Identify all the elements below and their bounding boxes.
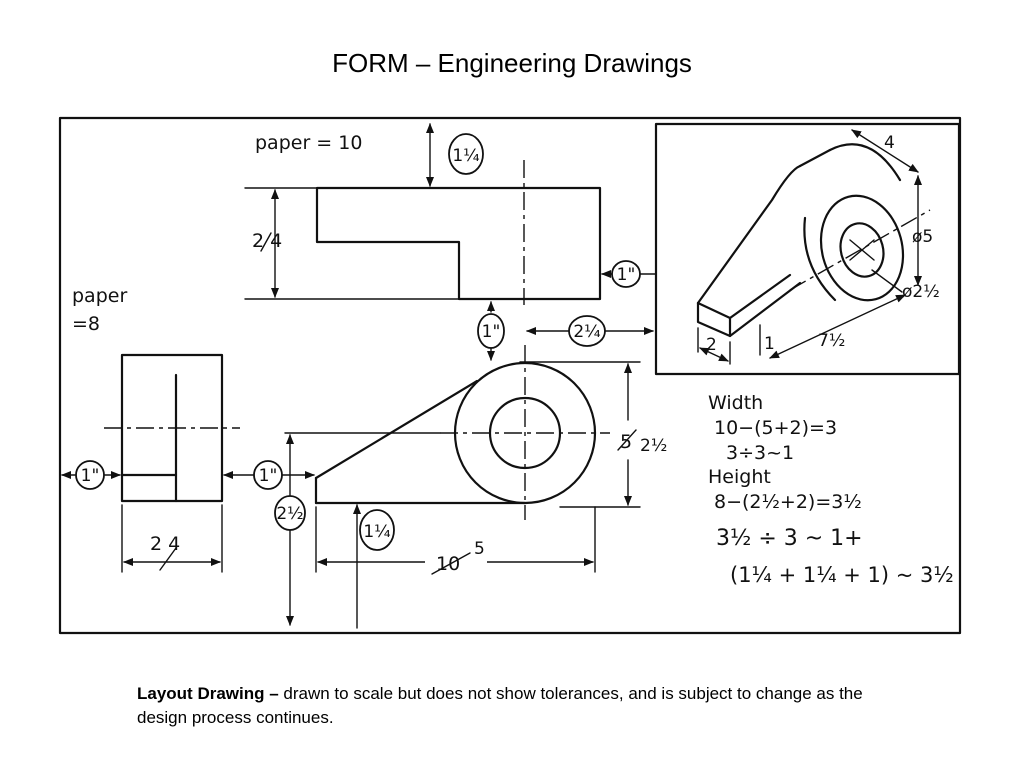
dim-right-offset-label: 2¼	[573, 322, 600, 342]
iso-dim-base-height: 1	[759, 324, 775, 356]
calc-width-heading: Width	[708, 392, 763, 414]
iso-dim-length: 7½	[769, 294, 906, 359]
top-view	[244, 160, 602, 305]
dim-right-gap-label: 1"	[617, 265, 636, 285]
iso-dim-diameter-inner-label: ø2½	[902, 282, 940, 302]
dim-between-gap: 1"	[477, 301, 505, 361]
dim-side-front-gap-label: 1"	[259, 466, 278, 486]
isometric-view	[696, 143, 931, 338]
dim-front-width-label: 5	[474, 539, 485, 559]
dim-side-width-label: 2 4	[150, 533, 180, 555]
dim-between-gap-label: 1"	[482, 322, 501, 342]
iso-dim-length-label: 7½	[818, 331, 845, 351]
drawing-border	[58, 116, 962, 635]
dim-side-width: 2 4	[121, 504, 223, 573]
dim-top-gap-label: 1¼	[452, 146, 479, 166]
calculations: Width 10−(5+2)=3 3÷3~1 Height 8−(2½+2)=3…	[708, 392, 954, 587]
iso-dim-depth-label: 4	[884, 133, 895, 153]
dim-front-height-label: 2½	[640, 436, 667, 456]
calc-height-line2: 3½ ÷ 3 ~ 1+	[716, 526, 863, 551]
iso-dim-depth: 4	[851, 129, 919, 173]
calc-height-line3: (1¼ + 1¼ + 1) ~ 3½	[730, 563, 954, 587]
iso-dim-diameter-outer-label: ø5	[912, 227, 933, 247]
calc-height-line1: 8−(2½+2)=3½	[714, 491, 862, 513]
caption: Layout Drawing – drawn to scale but does…	[137, 682, 897, 730]
calc-height-heading: Height	[708, 466, 771, 488]
caption-text: drawn to scale but does not show toleran…	[137, 684, 863, 727]
dim-front-height-left-label: 2½	[276, 504, 303, 524]
calc-width-line1: 10−(5+2)=3	[714, 417, 837, 439]
dim-front-height-left: 2½	[274, 434, 306, 626]
dim-side-front-gap: 1"	[223, 460, 315, 490]
calc-width-line2: 3÷3~1	[726, 442, 794, 464]
caption-bold: Layout Drawing –	[137, 684, 279, 703]
iso-dim-diameter-inner: ø2½	[871, 269, 940, 302]
side-view	[104, 353, 240, 503]
dim-top-gap: 1¼	[426, 123, 484, 187]
paper-top-label: paper = 10	[255, 132, 362, 154]
iso-dim-base-width-label: 2	[706, 335, 717, 355]
slide-title: FORM – Engineering Drawings	[332, 48, 692, 78]
dim-right-gap: 1"	[601, 260, 657, 288]
dim-top-height: 2 4	[252, 189, 282, 298]
dim-bottom-gap-label: 1¼	[363, 522, 390, 542]
dim-front-width-struck: 10	[436, 553, 460, 575]
dim-front-width: 10 5	[315, 506, 596, 575]
dim-left-gap: 1"	[61, 460, 121, 490]
dim-left-gap-label: 1"	[81, 466, 100, 486]
dim-bottom-gap: 1¼	[353, 504, 395, 629]
isometric-frame	[654, 122, 961, 376]
dim-right-offset: 2¼	[526, 315, 654, 347]
iso-dim-base-width: 2	[697, 327, 731, 365]
paper-left-label-2: =8	[72, 313, 100, 335]
front-view	[284, 345, 641, 520]
paper-left-label-1: paper	[72, 285, 127, 307]
dim-front-height-right: 5 2½	[617, 363, 667, 506]
iso-dim-diameter-outer: ø5	[912, 175, 933, 286]
iso-dim-base-height-label: 1	[764, 334, 775, 354]
